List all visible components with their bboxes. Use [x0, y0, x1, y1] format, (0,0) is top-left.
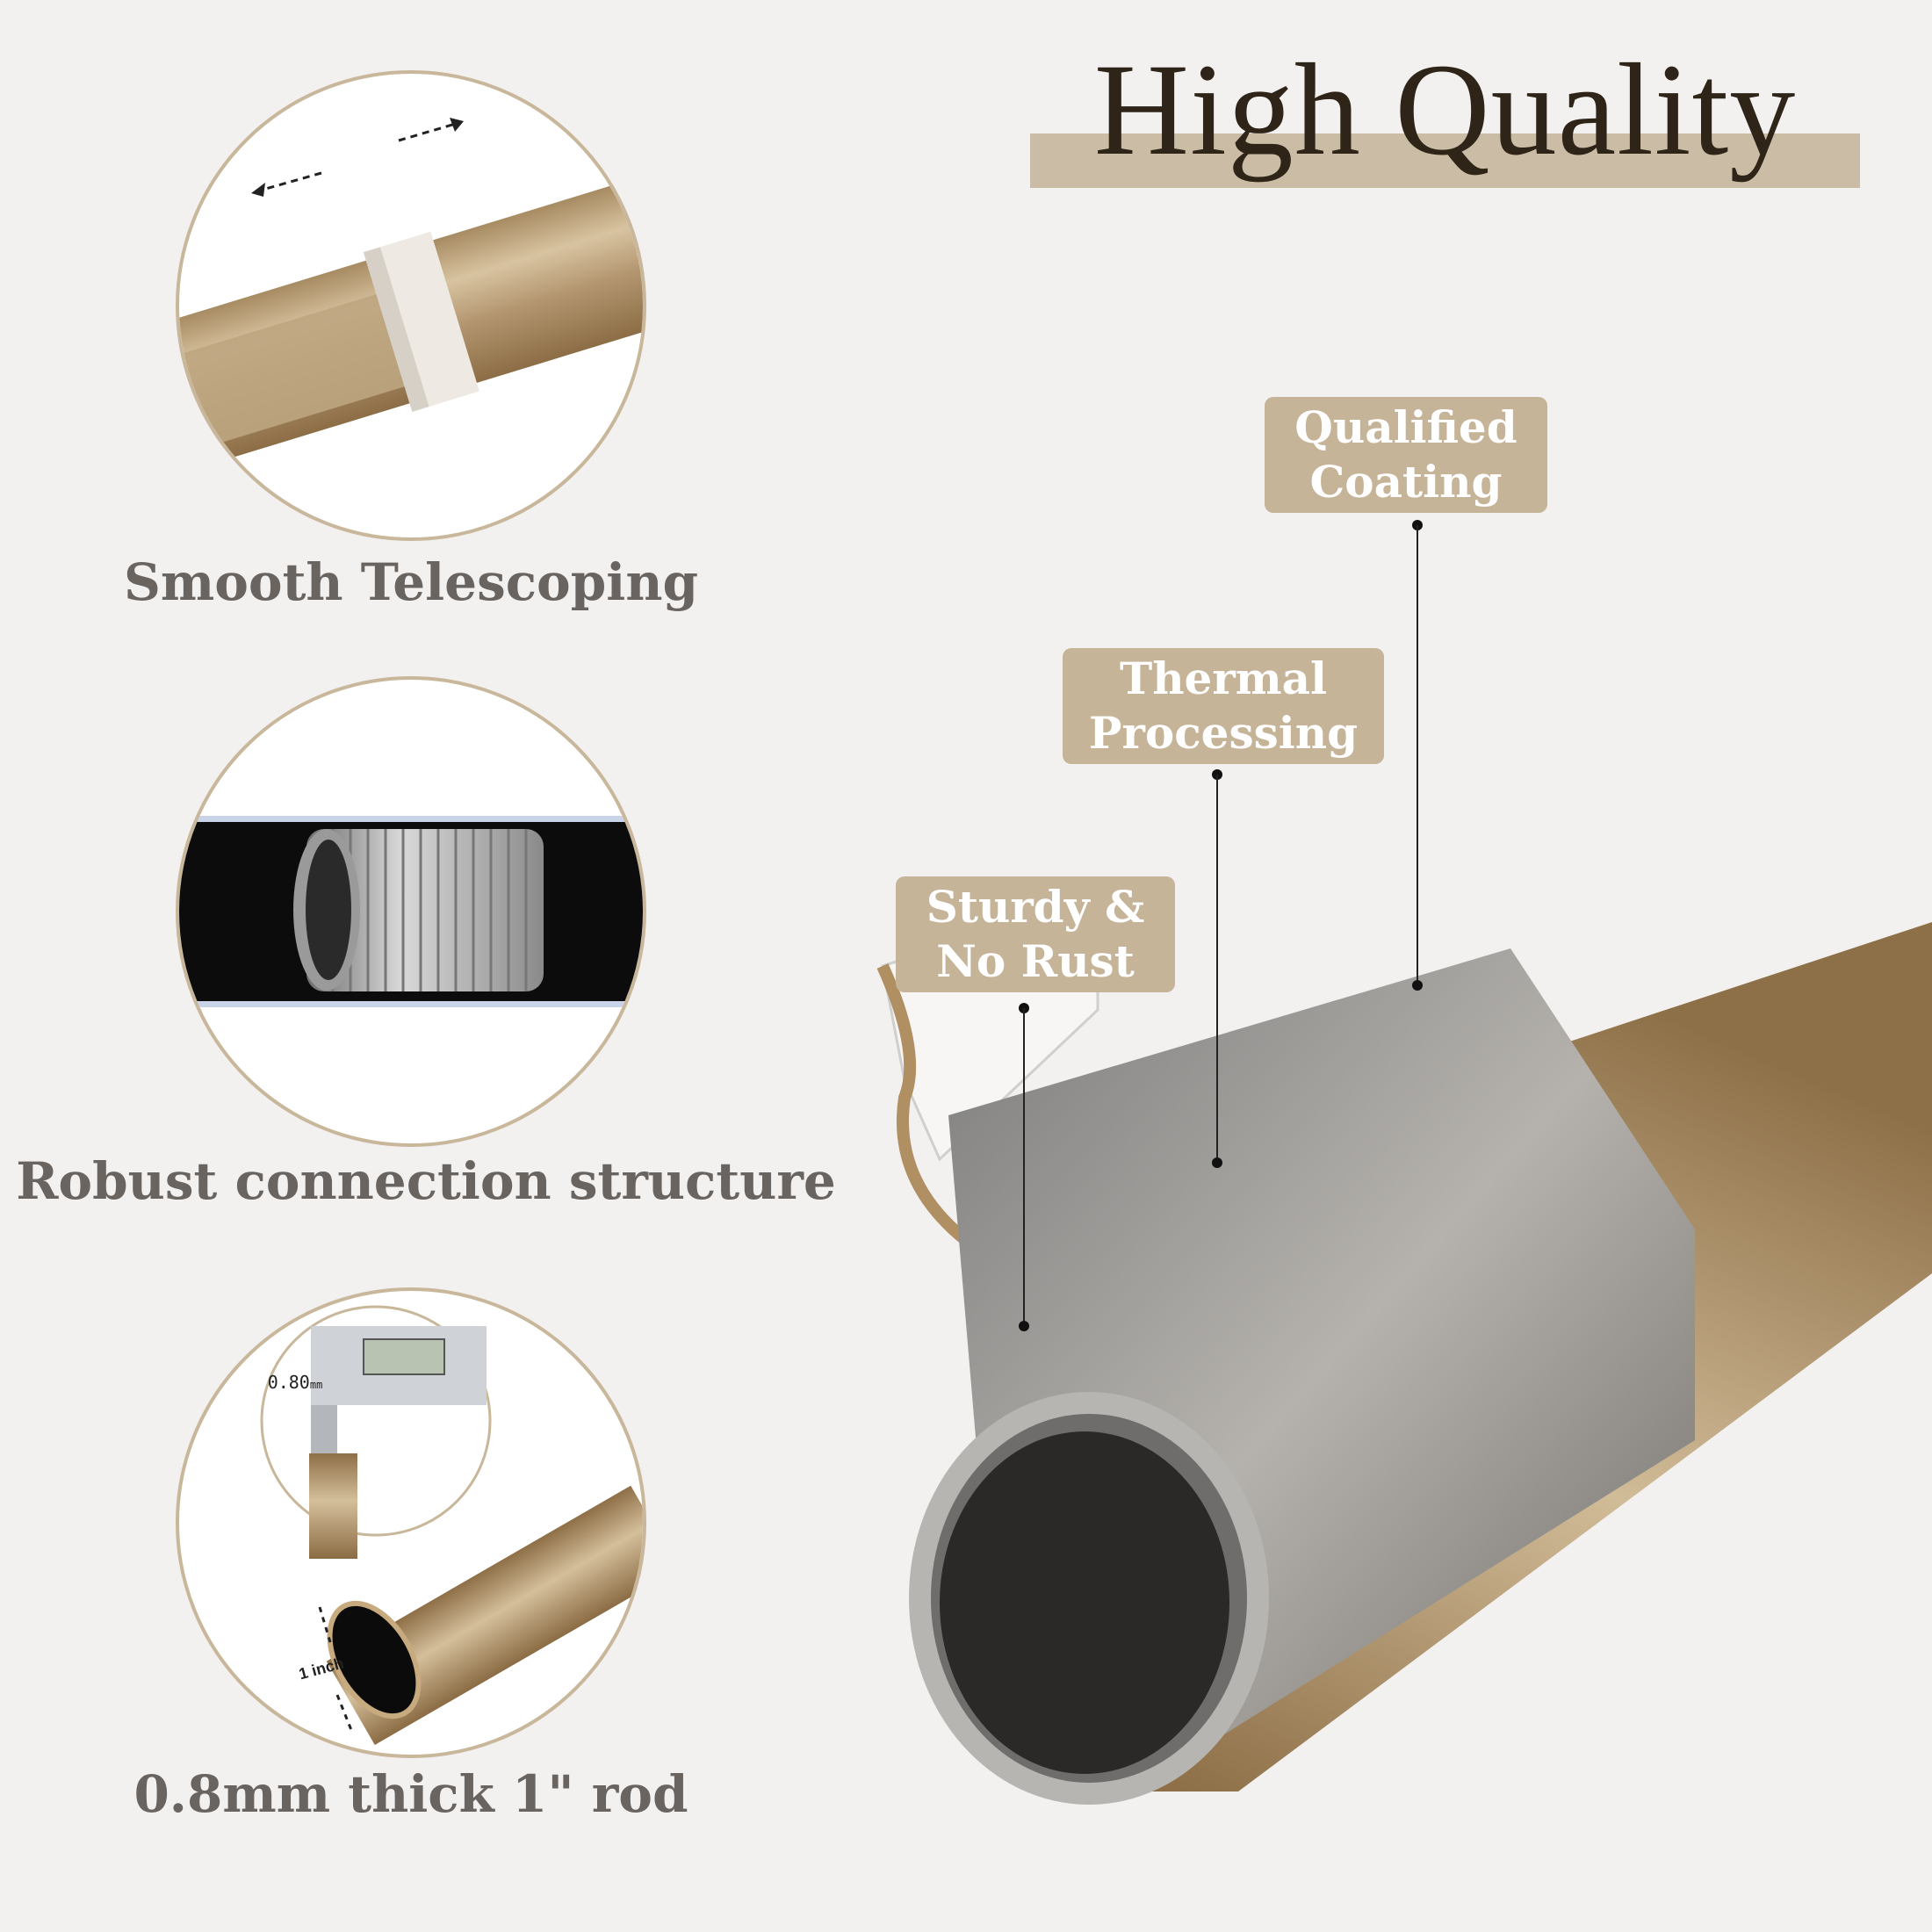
feature-caption-telescoping: Smooth Telescoping: [123, 552, 699, 612]
feature-caption-connection: Robust connection structure: [16, 1151, 836, 1211]
leader-line-thermal: [1216, 775, 1218, 1163]
leader-dot-coating-end: [1412, 980, 1423, 991]
leader-dot-sturdy-end: [1019, 1321, 1029, 1331]
layer-tag-sturdy: Sturdy &No Rust: [896, 876, 1175, 992]
leader-line-coating: [1417, 525, 1418, 985]
leader-dot-thermal-end: [1212, 1157, 1222, 1168]
feature-caption-thickness: 0.8mm thick 1" rod: [133, 1764, 688, 1824]
page-title: High Quality: [1093, 37, 1797, 183]
title-underline-band: [1030, 133, 1860, 188]
caliper-display-value: 0.80mm: [267, 1372, 323, 1393]
threaded-connector-icon: [176, 676, 646, 1147]
leader-line-sturdy: [1023, 1008, 1025, 1326]
caliper-rod-icon: [176, 1287, 646, 1758]
telescoping-rod-icon: [176, 70, 646, 541]
rod-cutaway-illustration: [876, 922, 1932, 1805]
